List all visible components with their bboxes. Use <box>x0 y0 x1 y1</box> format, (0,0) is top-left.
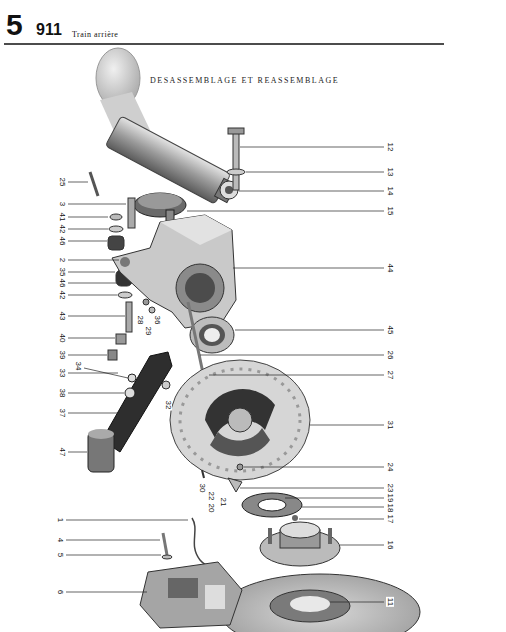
callout-number: 20 <box>207 503 215 514</box>
callout-number: 33 <box>58 368 66 379</box>
shock-absorber <box>96 48 240 209</box>
section-name: Train arrière <box>72 31 118 39</box>
washer <box>227 169 245 175</box>
callout-number: 44 <box>386 263 394 274</box>
brake-caliper <box>140 562 242 628</box>
callout-number: 39 <box>58 350 66 361</box>
callout-number: 38 <box>58 388 66 399</box>
section-title: DESASSEMBLAGE ET REASSEMBLAGE <box>150 76 339 85</box>
callout-number: 34 <box>74 361 82 372</box>
callout-number: 5 <box>56 552 64 558</box>
callout-number: 47 <box>58 447 66 458</box>
callout-number: 26 <box>386 350 394 361</box>
callout-number: 4 <box>56 537 64 543</box>
hub <box>260 522 340 566</box>
callout-number: 25 <box>58 177 66 188</box>
callout-number: 30 <box>198 483 206 494</box>
callout-number: 18 <box>386 503 394 514</box>
leader-lines <box>66 147 384 602</box>
callout-number: 21 <box>219 497 227 508</box>
callout-number: 41 <box>58 212 66 223</box>
callout-number: 11 <box>386 597 394 607</box>
gasket <box>242 493 302 521</box>
callout-number: 17 <box>386 514 394 525</box>
bolt <box>188 302 204 378</box>
header-rule <box>4 43 444 45</box>
callout-number: 42 <box>58 224 66 235</box>
pin <box>90 172 98 196</box>
callout-number: 36 <box>153 315 161 326</box>
callout-number: 29 <box>144 326 152 337</box>
callout-number: 46 <box>58 278 66 289</box>
callout-number: 46 <box>58 236 66 247</box>
callout-number: 32 <box>164 400 172 411</box>
callout-number: 3 <box>58 201 66 207</box>
callout-number: 45 <box>386 325 394 336</box>
callout-number: 27 <box>386 370 394 381</box>
brake-backing-plate <box>170 360 310 480</box>
callout-number: 28 <box>136 315 144 326</box>
spring-plate <box>88 352 172 472</box>
callout-number: 16 <box>386 540 394 551</box>
callout-number: 24 <box>386 462 394 473</box>
callout-number: 42 <box>58 290 66 301</box>
callout-number: 13 <box>386 167 394 178</box>
callout-number: 1 <box>56 517 64 523</box>
callout-number: 37 <box>58 408 66 419</box>
callout-number: 31 <box>386 420 394 431</box>
callout-number: 14 <box>386 186 394 197</box>
callout-number: 22 <box>207 491 215 502</box>
bolt <box>163 533 167 555</box>
callout-number: 40 <box>58 333 66 344</box>
callout-number: 43 <box>58 311 66 322</box>
callout-number: 35 <box>58 267 66 278</box>
callout-number: 6 <box>56 589 64 595</box>
callout-number: 2 <box>58 257 66 263</box>
bolt <box>233 132 239 190</box>
model-name: 911 <box>36 22 62 38</box>
callout-number: 15 <box>386 206 394 217</box>
washer <box>162 555 172 559</box>
bolt-head <box>228 128 244 134</box>
chapter-number: 5 <box>6 10 23 40</box>
small-parts <box>202 464 243 492</box>
brake-disc <box>220 574 420 632</box>
hub-carrier <box>112 215 236 328</box>
callout-number: 12 <box>386 142 394 153</box>
